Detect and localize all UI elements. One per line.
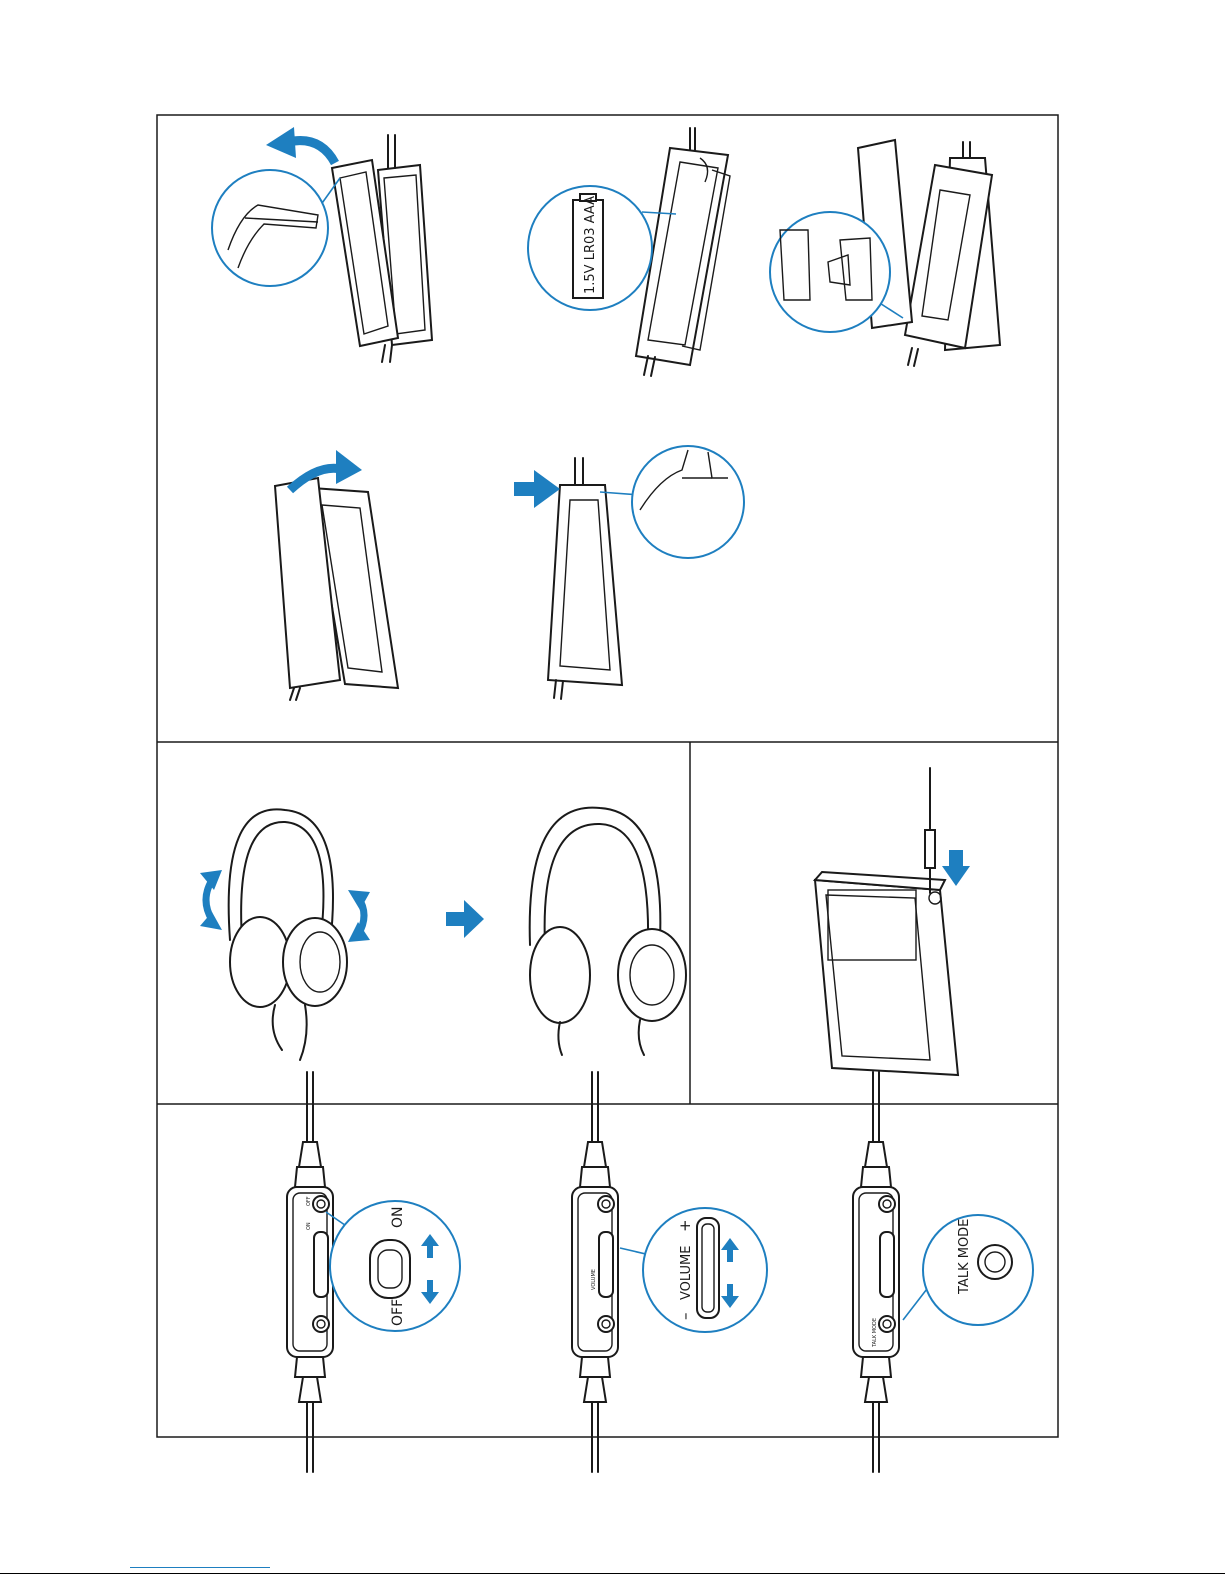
svg-text:VOLUME: VOLUME <box>591 1269 597 1290</box>
transition-arrow <box>446 900 484 938</box>
power-off-label: OFF <box>390 1299 406 1326</box>
step-connect-player <box>815 768 970 1075</box>
svg-text:TALK MODE: TALK MODE <box>872 1318 878 1348</box>
volume-callout: VOLUME + – <box>643 1208 767 1332</box>
footer-link-underline[interactable] <box>130 1567 270 1568</box>
step-open-cover <box>212 127 432 362</box>
volume-label: VOLUME <box>679 1246 694 1300</box>
step-talk-mode: TALK MODE <box>853 1072 899 1472</box>
step-insert-battery: 1.5V LR03 AAA <box>528 128 730 376</box>
step-close-cover <box>275 450 398 700</box>
power-switch-callout: ON OFF <box>330 1201 460 1331</box>
svg-text:ON: ON <box>306 1222 312 1230</box>
step-align-cover <box>770 140 1000 366</box>
volume-minus: – <box>676 1313 694 1321</box>
step-power-switch: OFF ON <box>287 1072 333 1472</box>
step-adjust-headband <box>200 809 370 1060</box>
talk-mode-label: TALK MODE <box>957 1219 972 1295</box>
page-bottom-rule <box>0 1573 1225 1574</box>
talk-mode-callout: TALK MODE <box>923 1215 1033 1325</box>
step-press-lock <box>514 446 744 699</box>
step-volume: VOLUME <box>572 1072 618 1472</box>
battery-icon: 1.5V LR03 AAA <box>573 194 603 298</box>
double-arrow-icon <box>348 890 370 942</box>
volume-plus: + <box>676 1219 694 1232</box>
double-arrow-icon <box>200 870 222 930</box>
headphones-adjusted <box>530 808 686 1055</box>
power-on-label: ON <box>390 1207 406 1229</box>
battery-label: 1.5V LR03 AAA <box>583 196 598 294</box>
lock-detail-callout <box>632 446 744 558</box>
svg-text:OFF: OFF <box>306 1196 312 1206</box>
